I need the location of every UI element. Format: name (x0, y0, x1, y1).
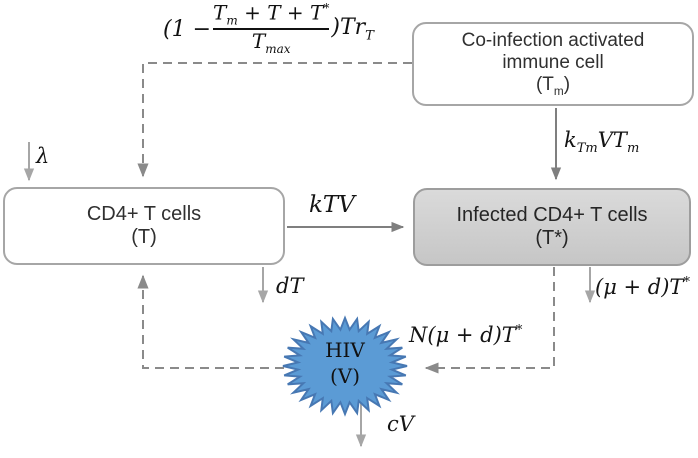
coinfection-line1: Co-infection activated (461, 29, 645, 51)
label-ktv: kTV (309, 192, 355, 218)
fraction-bar (213, 28, 330, 31)
node-cd4-t-cells: CD4+ T cells (T) (3, 187, 285, 265)
label-ktm: kTmVTm (564, 128, 640, 157)
cd4-symbol: (T) (131, 226, 157, 248)
formula-numerator: Tm + T + T* (213, 0, 330, 28)
formula-fraction: Tm + T + T* Tmax (213, 0, 330, 57)
dashed-path-infected-to-hiv (424, 267, 555, 374)
dashed-path-hiv-to-cd4 (137, 274, 284, 369)
coinfection-symbol: (Tm) (535, 73, 571, 98)
hiv-node-label: HIV (V) (295, 337, 395, 389)
label-n-mu-d: N(μ + d)T* (409, 323, 523, 347)
label-dt: dT (276, 274, 304, 298)
label-mu-d: (μ + d)T* (595, 275, 690, 299)
infected-symbol: (T*) (535, 227, 569, 249)
infected-line1: Infected CD4+ T cells (456, 203, 648, 226)
cd4-line1: CD4+ T cells (86, 202, 202, 225)
dashed-path-proliferation-to-cd4 (137, 62, 412, 178)
hiv-line1: HIV (325, 338, 365, 362)
label-lambda: λ (36, 144, 50, 168)
node-infected-cd4-t-cells: Infected CD4+ T cells (T*) (413, 188, 691, 266)
label-cv: cV (387, 412, 414, 436)
formula-close: )TrT (331, 14, 374, 44)
coinfection-line2: immune cell (502, 51, 604, 73)
formula-denominator: Tmax (251, 29, 291, 57)
hiv-symbol: (V) (329, 364, 361, 388)
formula-open: (1 − (163, 16, 212, 42)
growth-term-formula: (1 − Tm + T + T* Tmax )TrT (163, 0, 374, 58)
node-coinfection-immune-cell: Co-infection activated immune cell (Tm) (412, 22, 694, 106)
hiv-virus-star (282, 315, 408, 417)
